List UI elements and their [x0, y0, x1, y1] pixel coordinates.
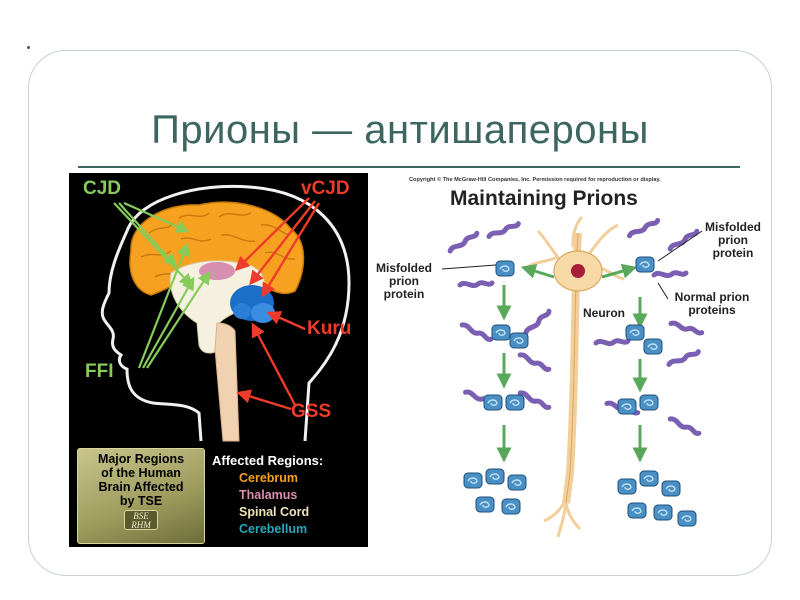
affected-item-cerebrum: Cerebrum [239, 471, 298, 485]
label-normal-proteins: Normal prion proteins [660, 291, 764, 317]
label-vcjd: vCJD [301, 178, 350, 200]
tse-line-3: Brain Affected [78, 480, 204, 494]
label-kuru: Kuru [307, 318, 351, 340]
label-ffi: FFI [85, 361, 114, 383]
brain-figure: CJD vCJD FFI Kuru GSS Major Regions of t… [69, 173, 368, 547]
tse-line-4: by TSE [78, 494, 204, 508]
bse-logo: BSE RHM [124, 510, 158, 530]
label-misfolded-right: Misfolded prion protein [698, 221, 768, 260]
cerebellum-shape [230, 285, 275, 323]
label-cjd: CJD [83, 178, 121, 200]
copyright-notice: Copyright © The McGraw-Hill Companies, I… [409, 177, 661, 183]
prion-figure: Copyright © The McGraw-Hill Companies, I… [368, 173, 768, 547]
decorative-dot [27, 46, 30, 49]
neuron-shape [528, 217, 624, 537]
prion-figure-title: Maintaining Prions [450, 187, 638, 211]
affected-item-cerebellum: Cerebellum [239, 522, 307, 536]
label-misfolded-left: Misfolded prion protein [368, 262, 440, 301]
tse-caption-box: Major Regions of the Human Brain Affecte… [77, 448, 205, 544]
title-underline [78, 166, 740, 168]
affected-regions-title: Affected Regions: [212, 453, 323, 468]
tse-line-1: Major Regions [78, 452, 204, 466]
label-neuron: Neuron [583, 307, 625, 320]
affected-item-spinal-cord: Spinal Cord [239, 505, 309, 519]
slide-title: Прионы — антишапероны [0, 108, 800, 153]
thalamus-shape [199, 262, 235, 280]
spinal-cord-shape [215, 323, 239, 441]
label-gss: GSS [291, 401, 331, 423]
affected-item-thalamus: Thalamus [239, 488, 297, 502]
tse-line-2: of the Human [78, 466, 204, 480]
